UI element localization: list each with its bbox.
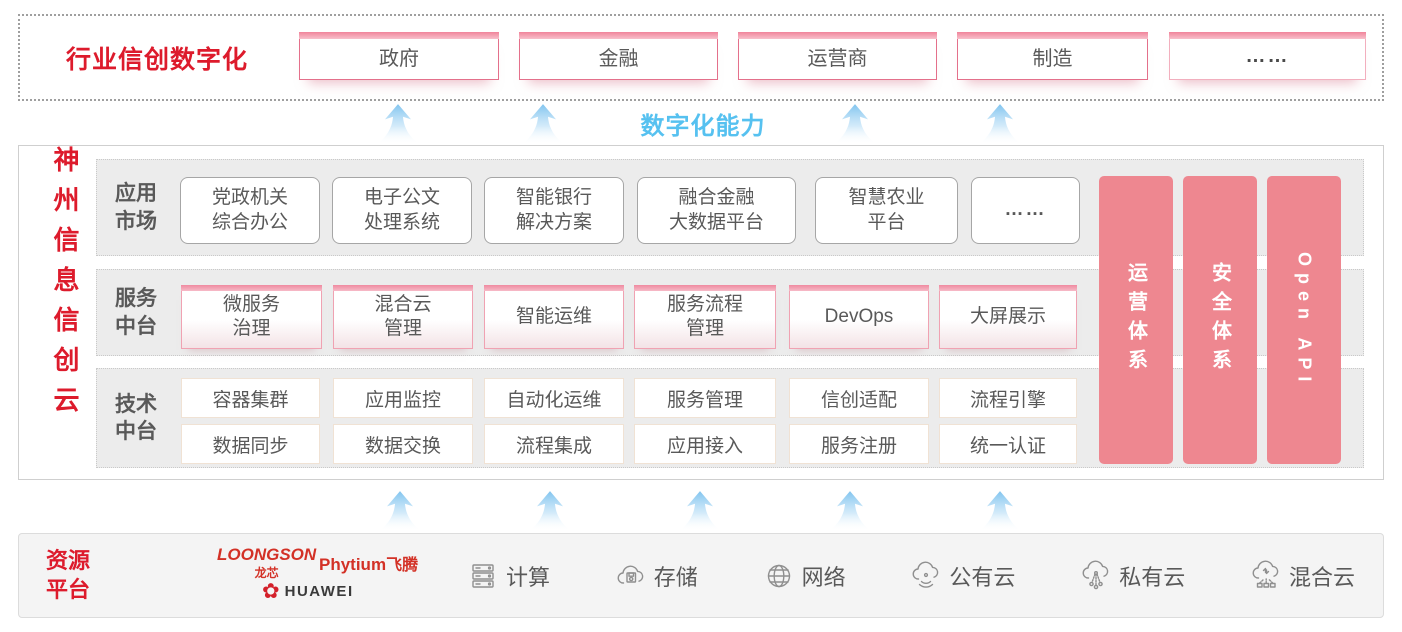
resource-platform-band: 资源 平台 LOONGSON 龙芯 Phytium飞腾 ✿ HUAWEI 计算	[18, 533, 1384, 618]
phytium-logo-text: Phytium	[319, 555, 387, 574]
up-arrow-icon	[379, 491, 421, 531]
tech-box: 容器集群	[181, 378, 320, 418]
service-box: 微服务 治理	[181, 285, 322, 349]
compute-server-icon	[472, 563, 494, 588]
tech-box: 流程集成	[484, 424, 624, 464]
tech-box: 应用监控	[333, 378, 473, 418]
up-arrow-icon	[679, 491, 721, 531]
tech-box: 服务注册	[789, 424, 929, 464]
industry-label: 金融	[598, 47, 639, 70]
service-box: 大屏展示	[939, 285, 1077, 349]
up-arrow-icon	[377, 104, 419, 144]
service-platform-panel: 服务 中台 微服务 治理 混合云 管理 智能运维 服务流程 管理 DevOps …	[96, 269, 1364, 356]
industry-box-government: 政府	[299, 32, 499, 80]
pillar-open-api: Open API	[1267, 176, 1341, 464]
phytium-logo: Phytium飞腾	[319, 551, 418, 575]
huawei-logo-text: HUAWEI	[284, 583, 354, 600]
pillar-security: 安全体系	[1183, 176, 1257, 464]
service-box: 智能运维	[484, 285, 624, 349]
resource-item-label: 私有云	[1119, 564, 1186, 590]
pillar-operations: 运营体系	[1099, 176, 1173, 464]
industry-label: 政府	[379, 47, 419, 70]
industry-band: 行业信创数字化 政府 金融 运营商 制造 ……	[18, 14, 1384, 101]
industry-label: 运营商	[807, 47, 868, 70]
resource-item-label: 混合云	[1288, 564, 1355, 590]
resource-platform-label: 资源 平台	[46, 547, 91, 602]
app-box-more: ……	[971, 177, 1080, 244]
tech-box: 统一认证	[939, 424, 1077, 464]
tech-box: 信创适配	[789, 378, 929, 418]
tech-box: 数据交换	[333, 424, 473, 464]
resource-item-storage: 存储	[615, 560, 698, 592]
loongson-logo: LOONGSON 龙芯	[217, 545, 316, 581]
phytium-logo-cn: 飞腾	[386, 557, 419, 574]
tech-box: 自动化运维	[484, 378, 624, 418]
resource-item-compute: 计算	[467, 560, 550, 592]
public-cloud-icon	[912, 561, 939, 588]
industry-box-manufacturing: 制造	[957, 32, 1148, 80]
tech-box: 流程引擎	[939, 378, 1077, 418]
tech-box: 数据同步	[181, 424, 320, 464]
app-market-label: 应用 市场	[115, 182, 157, 233]
resource-item-private-cloud: 私有云	[1080, 560, 1185, 592]
up-arrow-icon	[979, 491, 1021, 531]
up-arrow-icon	[829, 491, 871, 531]
app-box: 电子公文 处理系统	[332, 177, 472, 244]
service-box: 服务流程 管理	[634, 285, 776, 349]
loongson-logo-text: LOONGSON	[217, 545, 317, 564]
up-arrow-icon	[979, 104, 1021, 144]
service-platform-label: 服务 中台	[115, 287, 157, 338]
service-box: DevOps	[789, 285, 929, 349]
resource-item-label: 公有云	[949, 564, 1016, 590]
industry-label: ……	[1245, 44, 1290, 67]
tech-platform-panel: 技术 中台 容器集群 应用监控 自动化运维 服务管理 信创适配 流程引擎 数据同…	[96, 368, 1364, 468]
resource-item-label: 计算	[506, 564, 551, 590]
resource-item-hybrid-cloud: 混合云	[1250, 560, 1355, 592]
app-market-panel: 应用 市场 党政机关 综合办公 电子公文 处理系统 智能银行 解决方案 融合金融…	[96, 159, 1364, 256]
app-box: 融合金融 大数据平台	[637, 177, 796, 244]
tech-box: 应用接入	[634, 424, 776, 464]
industry-band-title: 行业信创数字化	[66, 45, 249, 74]
network-globe-icon	[767, 564, 790, 587]
tech-platform-label: 技术 中台	[115, 392, 157, 443]
storage-cloud-icon	[617, 565, 644, 584]
platform-vertical-title: 神州信息信创云	[50, 146, 80, 426]
huawei-logo: ✿ HUAWEI	[262, 581, 354, 602]
app-box: 智能银行 解决方案	[484, 177, 624, 244]
resource-item-label: 网络	[801, 564, 846, 590]
resource-item-network: 网络	[763, 560, 846, 592]
up-arrow-icon	[529, 491, 571, 531]
industry-label: 制造	[1032, 47, 1073, 70]
service-box: 混合云 管理	[333, 285, 473, 349]
huawei-flower-icon: ✿	[262, 580, 280, 603]
industry-box-finance: 金融	[519, 32, 718, 80]
tech-box: 服务管理	[634, 378, 776, 418]
app-box: 智慧农业 平台	[815, 177, 958, 244]
resource-item-label: 存储	[653, 564, 698, 590]
up-arrow-icon	[834, 104, 876, 144]
resource-item-public-cloud: 公有云	[910, 560, 1015, 592]
capability-label: 数字化能力	[640, 113, 766, 140]
industry-box-operator: 运营商	[738, 32, 937, 80]
loongson-logo-cn: 龙芯	[254, 566, 279, 580]
resource-items: 计算 存储 网络	[467, 534, 1355, 617]
cloud-platform-box: 神州信息信创云 应用 市场 党政机关 综合办公 电子公文 处理系统 智能银行 解…	[18, 145, 1384, 480]
app-box: 党政机关 综合办公	[180, 177, 320, 244]
industry-box-more: ……	[1169, 32, 1366, 80]
up-arrow-icon	[522, 104, 564, 144]
hybrid-cloud-icon	[1252, 560, 1279, 588]
private-cloud-icon	[1082, 560, 1109, 589]
